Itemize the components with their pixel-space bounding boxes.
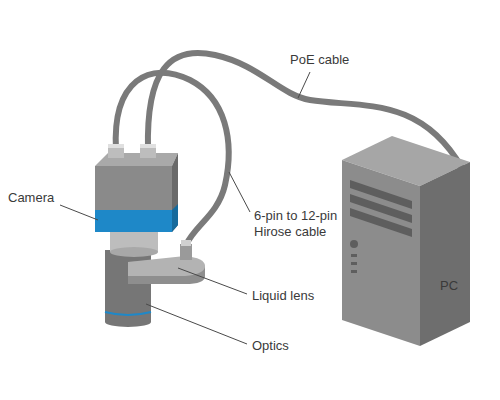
part-label: Optics bbox=[252, 338, 289, 354]
lens-mount bbox=[110, 230, 158, 257]
leader-line bbox=[298, 72, 310, 98]
part-label: PoE cable bbox=[290, 52, 349, 68]
part-label: PC bbox=[440, 278, 458, 294]
part-label: Camera bbox=[8, 190, 54, 206]
part-label: 6-pin to 12-pin Hirose cable bbox=[254, 208, 364, 240]
part-label: Liquid lens bbox=[252, 288, 314, 304]
pc-tower bbox=[342, 136, 470, 346]
leader-line bbox=[60, 205, 98, 220]
camera-body bbox=[95, 144, 178, 232]
leader-line bbox=[229, 172, 250, 212]
leader-line bbox=[178, 268, 247, 294]
leader-line bbox=[146, 304, 247, 344]
